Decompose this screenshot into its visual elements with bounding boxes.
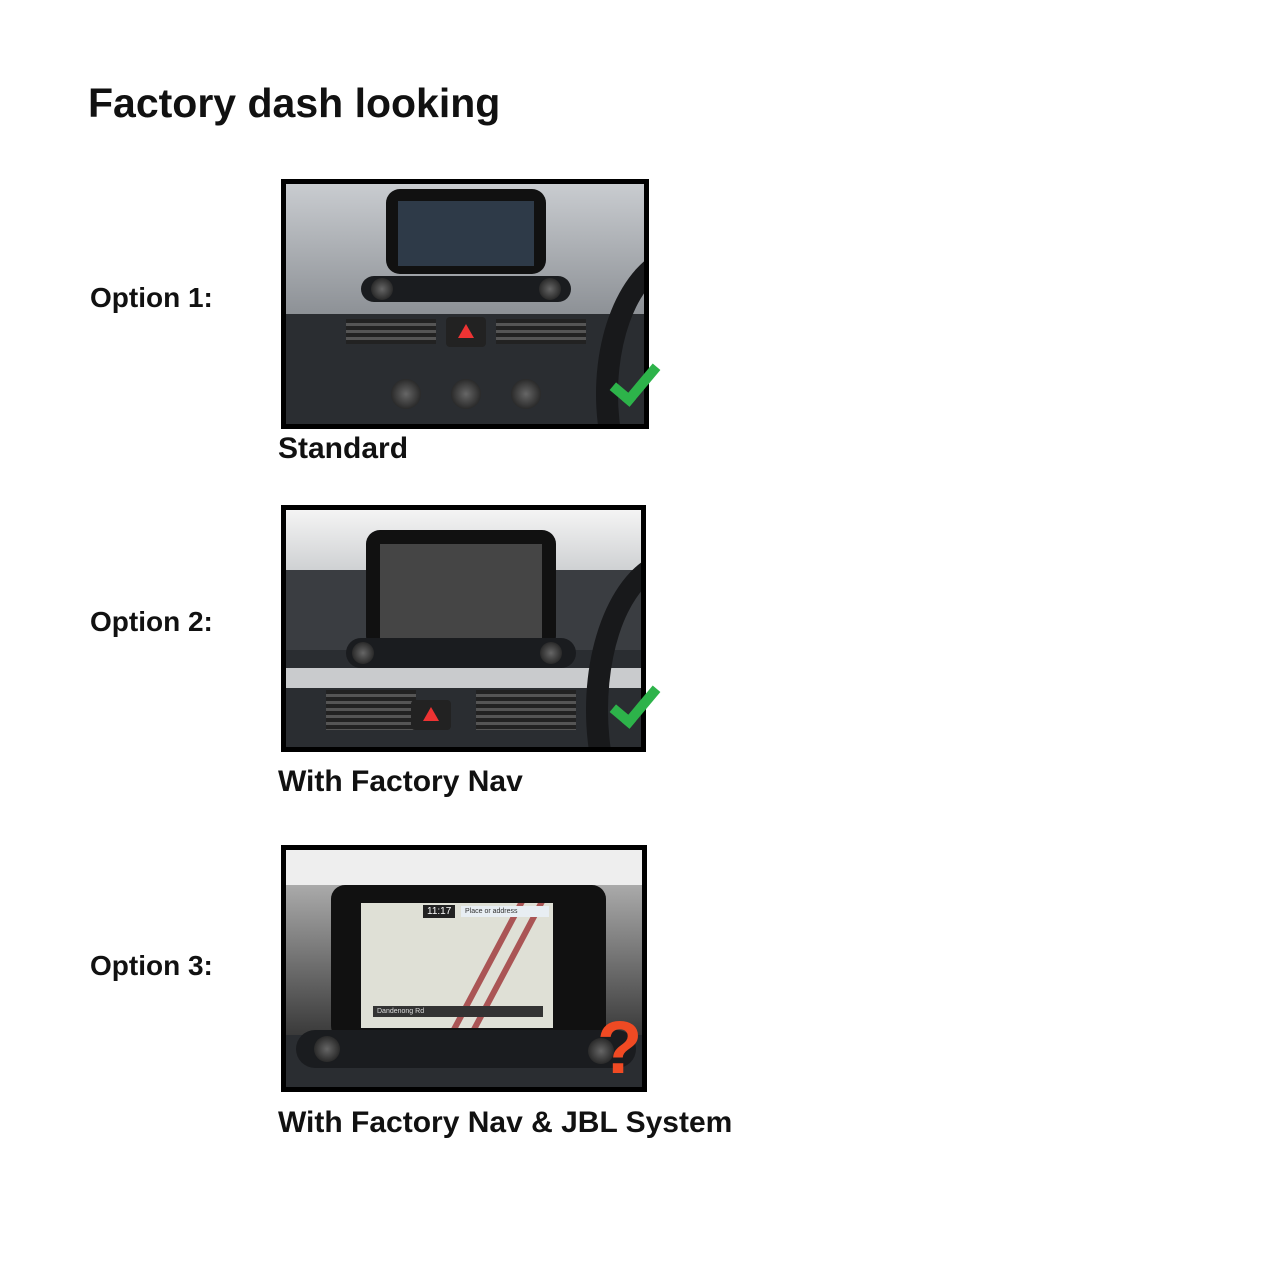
control-panel	[361, 276, 571, 302]
option-1-photo	[281, 179, 649, 429]
nav-search-input: Place or address	[461, 906, 549, 917]
head-unit-screen	[366, 530, 556, 650]
option-3-caption: With Factory Nav & JBL System	[278, 1106, 733, 1139]
control-panel	[296, 1030, 636, 1068]
head-unit-screen	[386, 189, 546, 274]
page-title: Factory dash looking	[88, 80, 501, 126]
option-1-label: Option 1:	[90, 282, 213, 313]
option-2-label: Option 2:	[90, 606, 213, 637]
option-2-caption: With Factory Nav	[278, 765, 523, 798]
control-panel	[346, 638, 576, 668]
nav-map: 11:17 Place or address Dandenong Rd	[361, 903, 553, 1028]
nav-street-label: Dandenong Rd	[373, 1006, 543, 1017]
nav-screen: 11:17 Place or address Dandenong Rd	[331, 885, 606, 1040]
option-3-label: Option 3:	[90, 950, 213, 981]
option-1-caption: Standard	[278, 432, 409, 465]
hazard-button	[411, 700, 451, 730]
question-mark-icon: ?	[597, 1006, 643, 1089]
option-2-photo	[281, 505, 646, 752]
option-3-photo: 11:17 Place or address Dandenong Rd	[281, 845, 647, 1092]
hazard-button	[446, 317, 486, 347]
nav-clock: 11:17	[423, 905, 456, 918]
